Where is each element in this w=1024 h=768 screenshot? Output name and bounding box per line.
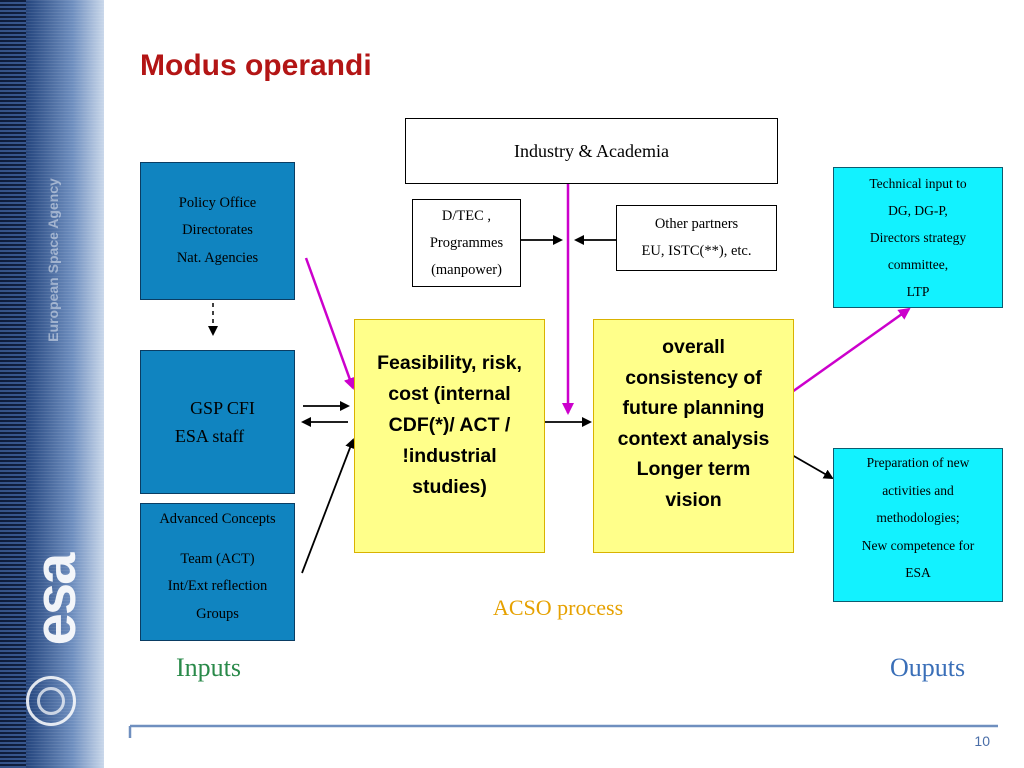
advanced-line-2: Team (ACT) bbox=[180, 550, 255, 567]
agency-name-vertical: European Space Agency bbox=[45, 178, 61, 342]
dtec-line-1: D/TEC , bbox=[441, 207, 492, 224]
esa-sidebar: European Space Agency esa bbox=[0, 0, 104, 768]
dtec-line-3: (manpower) bbox=[431, 261, 502, 278]
technical-line-1: Technical input to bbox=[869, 176, 967, 191]
overall-line-4: context analysis bbox=[617, 427, 770, 450]
other-partners-box: Other partners EU, ISTC(**), etc. bbox=[616, 205, 777, 271]
slide-title: Modus operandi bbox=[140, 49, 372, 82]
overall-line-5: Longer term bbox=[636, 458, 751, 480]
feasibility-line-3: CDF(*)/ ACT / bbox=[388, 414, 511, 436]
policy-line-2: Directorates bbox=[182, 222, 253, 239]
advanced-line-1: Advanced Concepts bbox=[159, 511, 276, 527]
gsp-line-1: GSP CFI bbox=[190, 398, 255, 418]
arrow-overall-to-preparation bbox=[791, 454, 834, 479]
gsp-line-2: ESA staff bbox=[174, 426, 245, 446]
esa-globe-icon bbox=[26, 676, 76, 726]
advanced-concepts-box: Advanced Concepts Team (ACT) Int/Ext ref… bbox=[140, 503, 295, 641]
gsp-cfi-box: GSP CFI ESA staff bbox=[140, 350, 295, 494]
feasibility-line-5: studies) bbox=[412, 476, 487, 498]
feasibility-line-2: cost (internal bbox=[388, 383, 511, 405]
overall-line-1: overall bbox=[662, 336, 725, 358]
technical-line-2: DG, DG-P, bbox=[888, 203, 948, 218]
feasibility-line-1: Feasibility, risk, bbox=[377, 352, 522, 374]
acso-process-label: ACSO process bbox=[493, 595, 624, 620]
advanced-line-3: Int/Ext reflection bbox=[167, 578, 268, 594]
sidebar-texture bbox=[26, 0, 104, 768]
preparation-line-5: ESA bbox=[905, 565, 931, 580]
overall-line-2: consistency of bbox=[625, 366, 762, 389]
preparation-line-2: activities and bbox=[882, 482, 954, 498]
preparation-line-4: New competence for bbox=[861, 537, 975, 553]
partners-line-2: EU, ISTC(**), etc. bbox=[641, 243, 752, 259]
overall-consistency-box: overall consistency of future planning c… bbox=[593, 319, 794, 553]
technical-line-3: Directors strategy bbox=[869, 230, 967, 245]
industry-line-1: Industry & Academia bbox=[514, 141, 669, 161]
arrow-advanced-to-feasibility bbox=[301, 438, 355, 574]
dtec-programmes-box: D/TEC , Programmes (manpower) bbox=[412, 199, 521, 287]
feasibility-line-4: !industrial bbox=[402, 445, 497, 467]
technical-input-box: Technical input to DG, DG-P, Directors s… bbox=[833, 167, 1003, 308]
partners-line-1: Other partners bbox=[654, 216, 739, 232]
arrow-overall-to-technical bbox=[791, 307, 911, 394]
technical-line-5: LTP bbox=[906, 284, 930, 299]
page-number: 10 bbox=[974, 733, 990, 749]
arrow-policy-to-feasibility bbox=[304, 257, 356, 390]
feasibility-box: Feasibility, risk, cost (internal CDF(*)… bbox=[354, 319, 545, 553]
policy-line-3: Nat. Agencies bbox=[176, 249, 259, 266]
industry-academia-box: Industry & Academia bbox=[405, 118, 778, 184]
preparation-line-1: Preparation of new bbox=[866, 455, 970, 470]
preparation-box: Preparation of new activities and method… bbox=[833, 448, 1003, 602]
technical-line-4: committee, bbox=[887, 257, 949, 272]
dtec-line-2: Programmes bbox=[429, 234, 504, 251]
inputs-label: Inputs bbox=[176, 653, 241, 682]
overall-line-3: future planning bbox=[622, 397, 765, 419]
policy-line-1: Policy Office bbox=[178, 194, 257, 211]
preparation-line-3: methodologies; bbox=[876, 510, 960, 525]
policy-office-box: Policy Office Directorates Nat. Agencies bbox=[140, 162, 295, 300]
sidebar-stripes bbox=[0, 0, 26, 768]
advanced-line-4: Groups bbox=[196, 605, 239, 622]
esa-logo: esa bbox=[23, 554, 88, 646]
overall-line-6: vision bbox=[665, 488, 722, 511]
outputs-label: Ouputs bbox=[890, 653, 966, 682]
